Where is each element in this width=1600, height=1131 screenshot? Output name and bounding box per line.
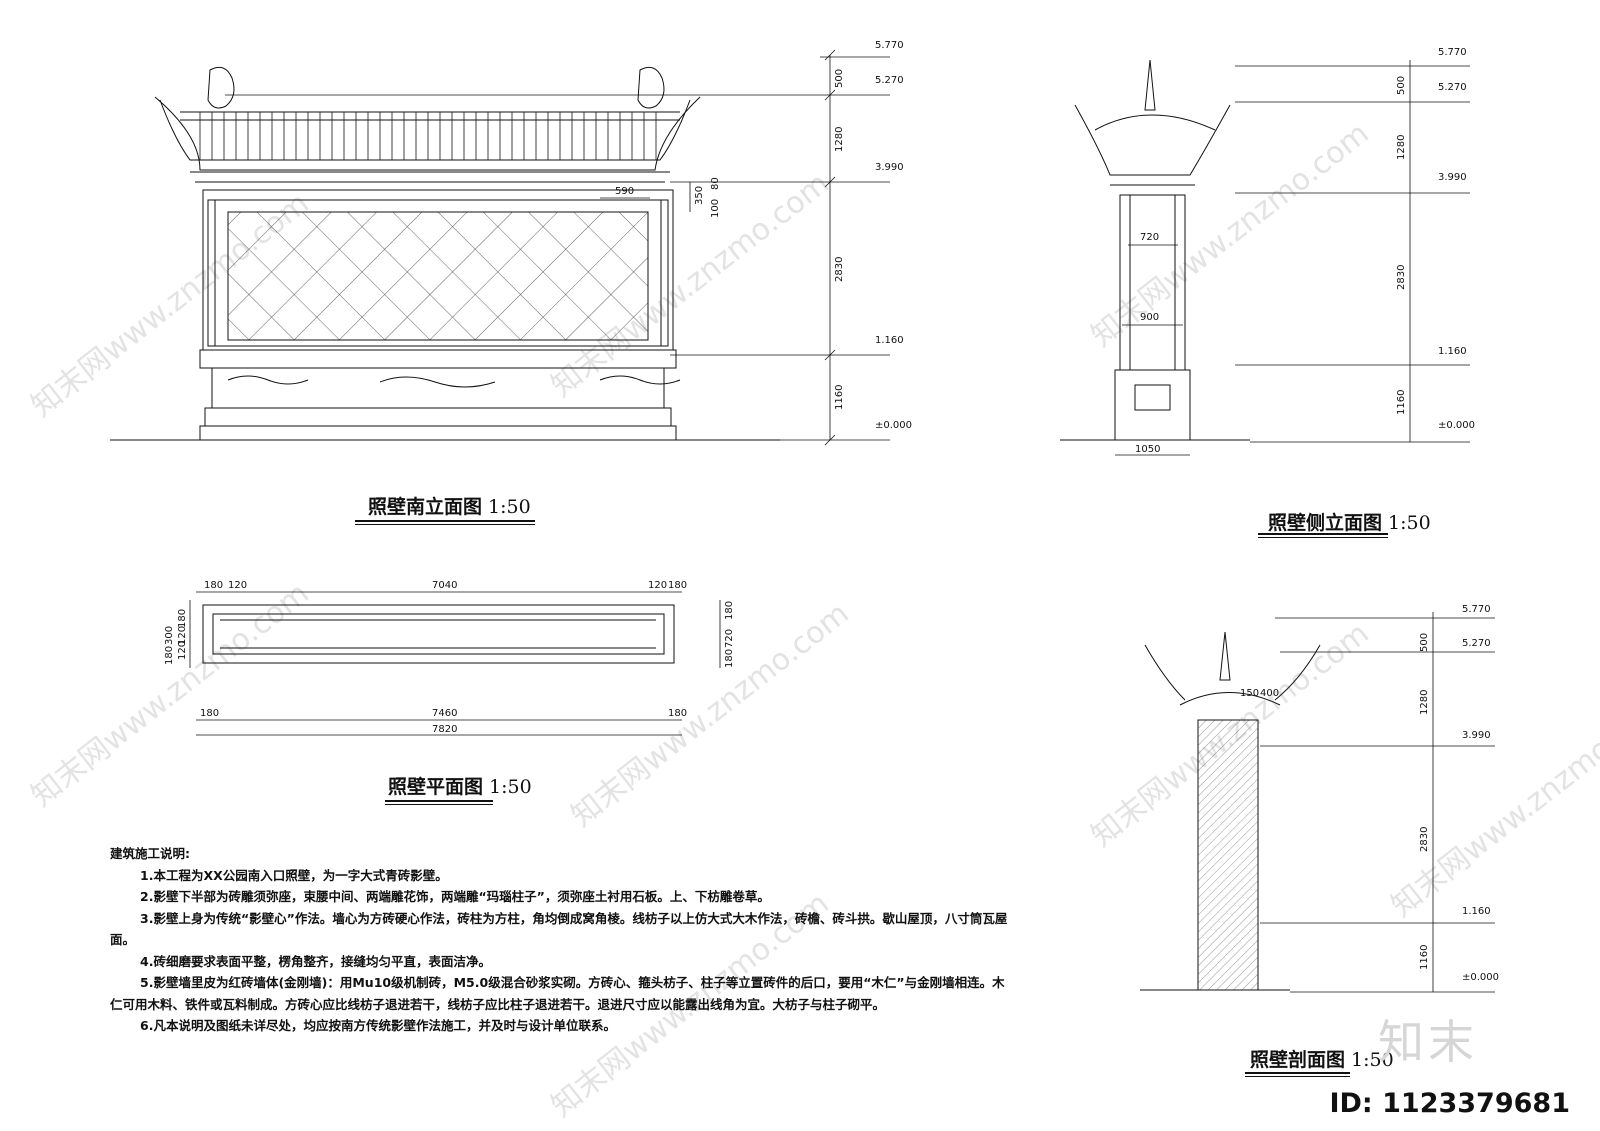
plan-dim-180: 180: [204, 580, 223, 591]
plan-dim-180: 180: [668, 708, 687, 719]
level-5770: 5.770: [875, 40, 904, 51]
plan-dim-120: 120: [648, 580, 667, 591]
plan-dim-180: 180: [200, 708, 219, 719]
dim-500: 500: [1419, 633, 1430, 652]
level-0000: ±0.000: [875, 420, 912, 431]
dim-1160: 1160: [1396, 390, 1407, 415]
plan-dim-7820: 7820: [432, 724, 457, 735]
dim-1160: 1160: [834, 385, 845, 410]
south-dim-lines: [225, 49, 890, 446]
plan-dim-120: 120: [177, 641, 188, 660]
drawing-id: ID: 1123379681: [1329, 1088, 1570, 1119]
dim-500: 500: [834, 69, 845, 88]
level-3990: 3.990: [875, 162, 904, 173]
notes-item: 1.本工程为XX公园南入口照壁，为一字大式青砖影壁。: [140, 867, 448, 883]
dim-1280: 1280: [1396, 135, 1407, 160]
plan-dim-180: 180: [668, 580, 687, 591]
plan-dim-lines: [189, 591, 721, 736]
title-underline: [355, 520, 535, 525]
dim-2830: 2830: [1419, 827, 1430, 852]
dim-590: 590: [615, 186, 634, 197]
level-1160: 1.160: [875, 335, 904, 346]
dim-100: 100: [710, 199, 721, 218]
construction-notes: 建筑施工说明: 1.本工程为XX公园南入口照壁，为一字大式青砖影壁。 2.影壁下…: [110, 843, 1010, 1037]
section-scale: 1:50: [1351, 1049, 1394, 1071]
dim-80: 80: [710, 177, 721, 190]
plan-dim-120: 120: [228, 580, 247, 591]
notes-item: 5.影壁墙里皮为红砖墙体(金刚墙)：用Mu10级机制砖，M5.0级混合砂浆实砌。…: [110, 975, 1005, 1012]
level-0000: ±0.000: [1438, 420, 1475, 431]
title-underline: [1245, 1072, 1350, 1077]
dim-350: 350: [694, 186, 705, 205]
level-5270: 5.270: [1438, 82, 1467, 93]
section-drawing: [1140, 631, 1321, 991]
dim-500: 500: [1396, 76, 1407, 95]
dim-150: 150: [1240, 688, 1259, 699]
side-elevation-labels: 5.770 5.270 3.990 1.160 ±0.000 500 1280 …: [1135, 47, 1475, 455]
level-1160: 1.160: [1438, 346, 1467, 357]
notes-item: 6.凡本说明及图纸未详尽处，均应按南方传统影壁作法施工，并及时与设计单位联系。: [140, 1018, 616, 1033]
plan-dim-180: 180: [177, 609, 188, 628]
plan-dim-7040: 7040: [432, 580, 457, 591]
notes-item: 3.影壁上身为传统“影壁心”作法。墙心为方砖硬心作法，砖柱为方柱，角均倒成窝角棱…: [110, 910, 1008, 948]
side-elevation-title-text: 照壁侧立面图: [1268, 512, 1383, 534]
side-elevation-scale: 1:50: [1388, 512, 1431, 534]
level-5270: 5.270: [1462, 638, 1491, 649]
south-elevation-labels: 5.770 5.270 3.990 1.160 ±0.000 500 1280 …: [615, 40, 912, 431]
plan-dim-180: 180: [724, 601, 735, 620]
dim-2830: 2830: [1396, 265, 1407, 290]
notes-item: 4.砖细磨要求表面平整，楞角整齐，接缝均匀平直，表面洁净。: [140, 953, 491, 969]
section-dim-lines: [1260, 612, 1495, 993]
side-dim-lines: [1115, 60, 1470, 456]
plan-title-text: 照壁平面图: [388, 776, 484, 798]
level-3990: 3.990: [1438, 172, 1467, 183]
notes-heading: 建筑施工说明:: [110, 846, 190, 861]
level-3990: 3.990: [1462, 730, 1491, 741]
south-elevation-scale: 1:50: [488, 496, 531, 518]
south-elevation-drawing: [110, 66, 780, 441]
dim-1280: 1280: [1419, 690, 1430, 715]
title-underline: [1258, 533, 1388, 538]
title-underline: [385, 800, 493, 805]
plan-dim-120: 120: [177, 626, 188, 645]
dim-900: 900: [1140, 312, 1159, 323]
level-5770: 5.770: [1438, 47, 1467, 58]
level-5270: 5.270: [875, 75, 904, 86]
dim-720: 720: [1140, 232, 1159, 243]
level-0000: ±0.000: [1462, 972, 1499, 983]
south-elevation-title-text: 照壁南立面图: [368, 496, 483, 518]
level-1160: 1.160: [1462, 906, 1491, 917]
plan-dim-180: 180: [164, 646, 175, 665]
plan-dim-180: 180: [724, 649, 735, 668]
plan-drawing: [202, 604, 675, 664]
plan-labels: 180 120 7040 120 180 180 7460 180 7820 1…: [164, 580, 735, 735]
section-title-text: 照壁剖面图: [1250, 1049, 1346, 1071]
dim-1280: 1280: [834, 127, 845, 152]
plan-dim-720: 720: [724, 629, 735, 648]
plan-scale: 1:50: [489, 776, 532, 798]
dim-1160: 1160: [1419, 945, 1430, 970]
plan-dim-300: 300: [164, 626, 175, 645]
dim-400: 400: [1260, 688, 1279, 699]
dim-2830: 2830: [834, 257, 845, 282]
side-elevation-drawing: [1060, 59, 1250, 441]
brand-logo: 知末: [1378, 1015, 1478, 1069]
notes-item: 2.影壁下半部为砖雕须弥座，束腰中间、两端雕花饰，两端雕“玛瑙柱子”，须弥座土衬…: [140, 889, 770, 904]
dim-1050: 1050: [1135, 444, 1160, 455]
level-5770: 5.770: [1462, 604, 1491, 615]
section-labels: 5.770 5.270 3.990 1.160 ±0.000 500 1280 …: [1240, 604, 1499, 983]
plan-dim-7460: 7460: [432, 708, 457, 719]
